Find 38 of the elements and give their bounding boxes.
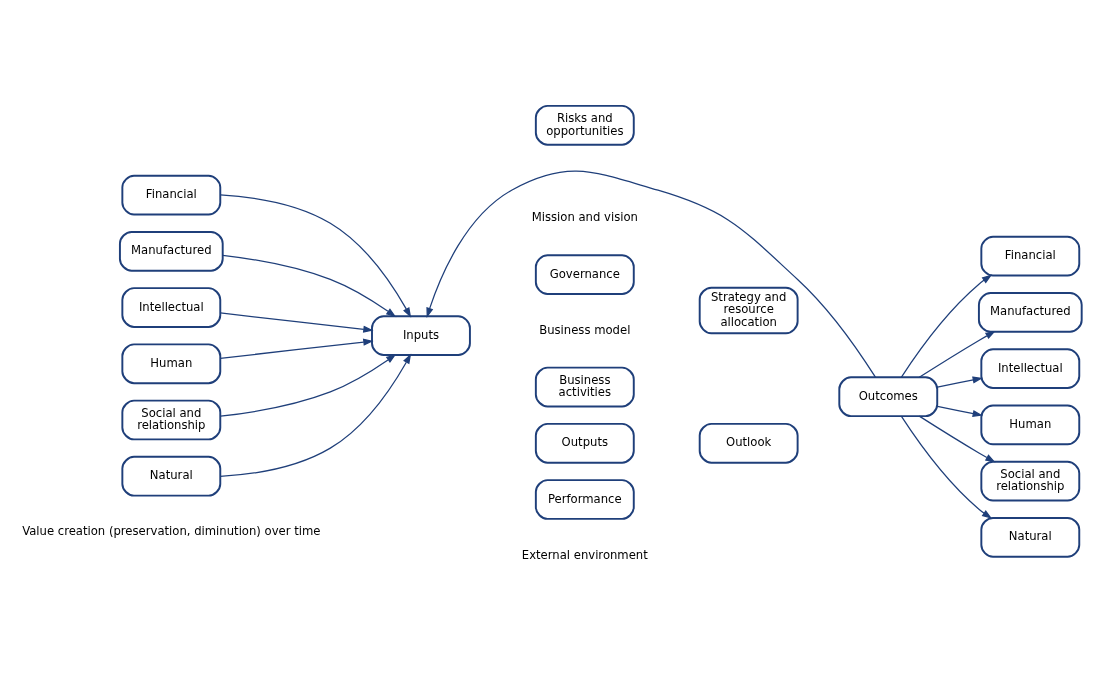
- node-box: Intellectual: [980, 347, 1081, 389]
- node-box: Natural: [980, 516, 1081, 558]
- node-box: Human: [121, 342, 222, 384]
- arrow: [918, 415, 996, 463]
- node-box: Outcomes: [838, 375, 939, 417]
- node-box: Natural: [121, 455, 222, 497]
- label: External environment: [521, 547, 648, 562]
- arrow: [219, 353, 397, 417]
- node-box: Outlook: [698, 422, 799, 464]
- node-box: Outputs: [534, 422, 635, 464]
- arrow: [900, 415, 993, 519]
- node-box: Governance: [534, 253, 635, 295]
- node-box: Business activities: [534, 366, 635, 407]
- arrow: [936, 405, 983, 417]
- node-box: Financial: [121, 174, 222, 215]
- arrow: [219, 311, 374, 333]
- arrow: [426, 170, 877, 378]
- arrow: [918, 330, 996, 378]
- label: Business model: [539, 322, 631, 337]
- node-box: Risks and opportunities: [534, 104, 635, 146]
- node-box: Performance: [534, 478, 635, 520]
- node-box: Financial: [980, 235, 1081, 276]
- label: Value creation (preservation, diminution) over time: [22, 523, 321, 538]
- arrow: [900, 274, 993, 378]
- node-box: Manufactured: [977, 291, 1083, 333]
- arrow: [222, 254, 397, 317]
- node-box: Manufactured: [118, 230, 224, 272]
- node-box: Social and relationship: [980, 460, 1081, 501]
- node-box: Inputs: [371, 314, 471, 356]
- arrow: [219, 353, 412, 477]
- arrow: [219, 338, 374, 359]
- node-box: Human: [980, 404, 1081, 445]
- node-box: Social and relationship: [121, 399, 222, 440]
- arrow: [936, 375, 983, 388]
- arrow: [219, 193, 412, 318]
- label: Mission and vision: [531, 209, 638, 224]
- node-box: Intellectual: [121, 286, 222, 328]
- node-box: Strategy and resource allocation: [698, 286, 799, 334]
